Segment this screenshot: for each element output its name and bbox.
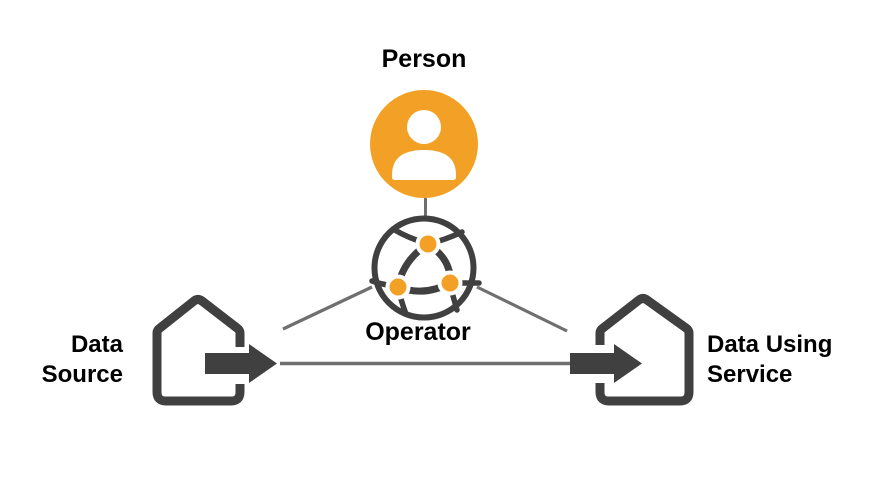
- network-dot-top: [415, 231, 441, 257]
- person-icon: [370, 90, 478, 198]
- network-dot-left: [385, 274, 411, 300]
- network-dot-right: [437, 270, 463, 296]
- house-outgoing-arrow-icon: [152, 295, 277, 406]
- person-label: Person: [381, 45, 467, 73]
- data-source-label-line1: Data: [70, 331, 123, 358]
- outgoing-arrow-icon: [205, 344, 277, 383]
- operator-data-source-connector-line: [282, 285, 373, 331]
- data-source-label-line2: Source: [41, 361, 123, 388]
- incoming-arrow-icon: [570, 344, 642, 383]
- data-using-service-label-line1: Data Using: [707, 331, 833, 358]
- house-incoming-arrow-icon: [570, 294, 694, 406]
- network-globe-icon: [369, 215, 482, 321]
- data-using-service-label: Data Using Service: [707, 330, 887, 390]
- data-source-house-outline: [152, 295, 245, 406]
- globe-network-dots: [385, 231, 463, 300]
- data-using-service-house-outline: [595, 294, 694, 406]
- operator-label: Operator: [365, 318, 471, 346]
- person-icon-shoulders: [392, 150, 456, 180]
- person-icon-head: [407, 110, 441, 144]
- data-source-label: Data Source: [23, 330, 123, 390]
- globe-outline: [371, 215, 477, 321]
- data-using-service-label-line2: Service: [707, 361, 793, 388]
- operator-data-using-service-connector-line: [476, 285, 568, 333]
